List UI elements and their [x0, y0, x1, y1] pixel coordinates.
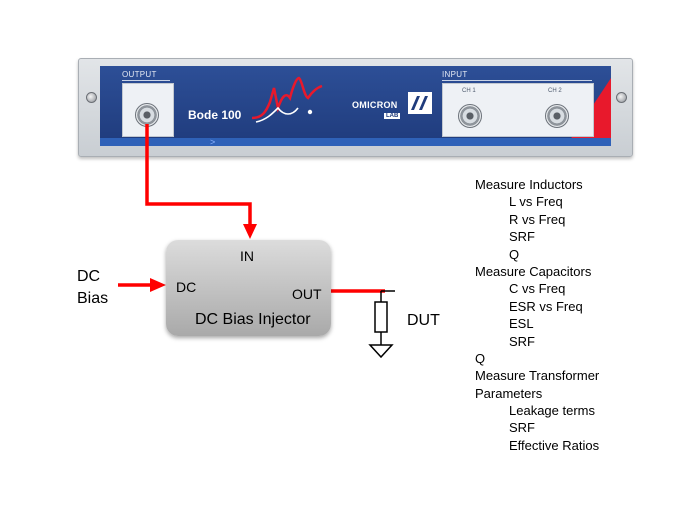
output-to-injector-wire	[145, 124, 252, 226]
list-item: ESR vs Freq	[509, 298, 583, 314]
ch1-label: CH 1	[462, 88, 476, 94]
model-name: Bode 100	[188, 108, 242, 122]
list-item: L vs Freq	[509, 194, 563, 210]
brand-sub: LAB	[384, 113, 401, 119]
ch2-label: CH 2	[548, 88, 562, 94]
dc-bias-label-line1: DC	[77, 268, 101, 285]
ch2-bnc-connector[interactable]	[545, 104, 569, 128]
in-arrow-head	[243, 224, 257, 239]
list-item: Effective Ratios	[509, 437, 600, 453]
injector-out-label: OUT	[292, 286, 322, 302]
list-item: ESL	[509, 316, 534, 332]
dc-arrow-head	[150, 278, 166, 292]
list-item: Q	[509, 246, 520, 262]
list-heading: Q	[475, 350, 486, 366]
dc-bias-label-line2: Bias	[77, 290, 109, 307]
list-item: SRF	[509, 229, 535, 245]
arrow-marker-icon: >	[210, 137, 216, 147]
injector-in-label: IN	[240, 248, 254, 264]
output-port-label: OUTPUT	[122, 70, 157, 79]
list-item: Leakage terms	[509, 403, 595, 419]
list-heading: Parameters	[475, 385, 543, 401]
ground-symbol	[368, 344, 394, 359]
dc-bias-injector-box	[166, 240, 331, 336]
injector-title: DC Bias Injector	[195, 311, 311, 328]
list-heading: Measure Inductors	[475, 177, 583, 192]
dut-label: DUT	[407, 312, 440, 329]
omicron-logo-icon	[408, 92, 432, 114]
injector-dc-label: DC	[176, 279, 197, 295]
list-item: R vs Freq	[509, 211, 566, 227]
output-label-line	[122, 80, 170, 81]
ch1-bnc-connector[interactable]	[458, 104, 482, 128]
panel-screw-left	[86, 92, 97, 103]
face-stripe	[100, 138, 611, 146]
list-item: SRF	[509, 420, 535, 436]
dut-resistor-symbol	[374, 301, 388, 333]
list-item: SRF	[509, 333, 535, 349]
list-heading: Measure Capacitors	[475, 263, 592, 279]
list-item: C vs Freq	[509, 281, 566, 297]
input-label-line	[442, 80, 592, 81]
input-port-label: INPUT	[442, 70, 468, 79]
waveform-logo-icon	[252, 76, 323, 123]
list-heading: Measure Transformer	[475, 368, 600, 384]
panel-screw-right	[616, 92, 627, 103]
brand-name: OMICRON	[352, 100, 398, 110]
measurement-list: Measure Inductors L vs Freq R vs Freq SR…	[475, 176, 695, 454]
